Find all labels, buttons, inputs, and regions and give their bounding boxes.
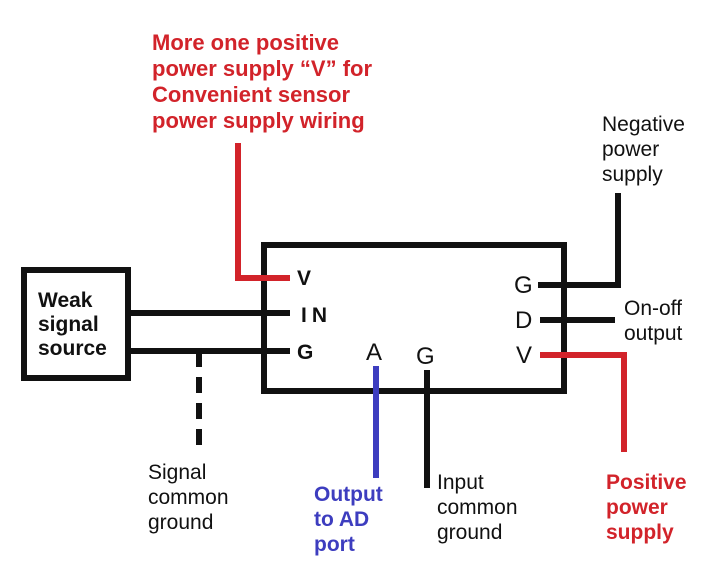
- pin-right-d: D: [515, 307, 533, 334]
- pin-left-g: G: [297, 341, 314, 364]
- pin-left-v: V: [297, 267, 312, 290]
- pin-bottom-g: G: [416, 343, 435, 370]
- signal-common-ground-label: Signal common ground: [148, 461, 229, 534]
- input-common-ground-label: Input common ground: [437, 471, 518, 544]
- pin-right-g: G: [514, 272, 533, 299]
- signal-source-box: [21, 267, 131, 381]
- pin-right-v: V: [516, 342, 533, 369]
- pin-left-in: IN: [301, 304, 332, 327]
- pin-bottom-a: A: [366, 339, 383, 366]
- extra-v-note: More one positive power supply “V” for C…: [152, 30, 373, 133]
- on-off-output-label: On-off output: [624, 297, 683, 345]
- output-to-ad-label: Output to AD port: [314, 483, 383, 556]
- negative-power-label: Negative power supply: [602, 113, 685, 186]
- positive-supply-wire: [540, 352, 627, 452]
- negative-supply-wire: [538, 193, 621, 288]
- positive-power-label: Positive power supply: [606, 471, 687, 544]
- extra-v-wire: [235, 143, 290, 281]
- weak-signal-source-label: Weak signal source: [38, 289, 107, 360]
